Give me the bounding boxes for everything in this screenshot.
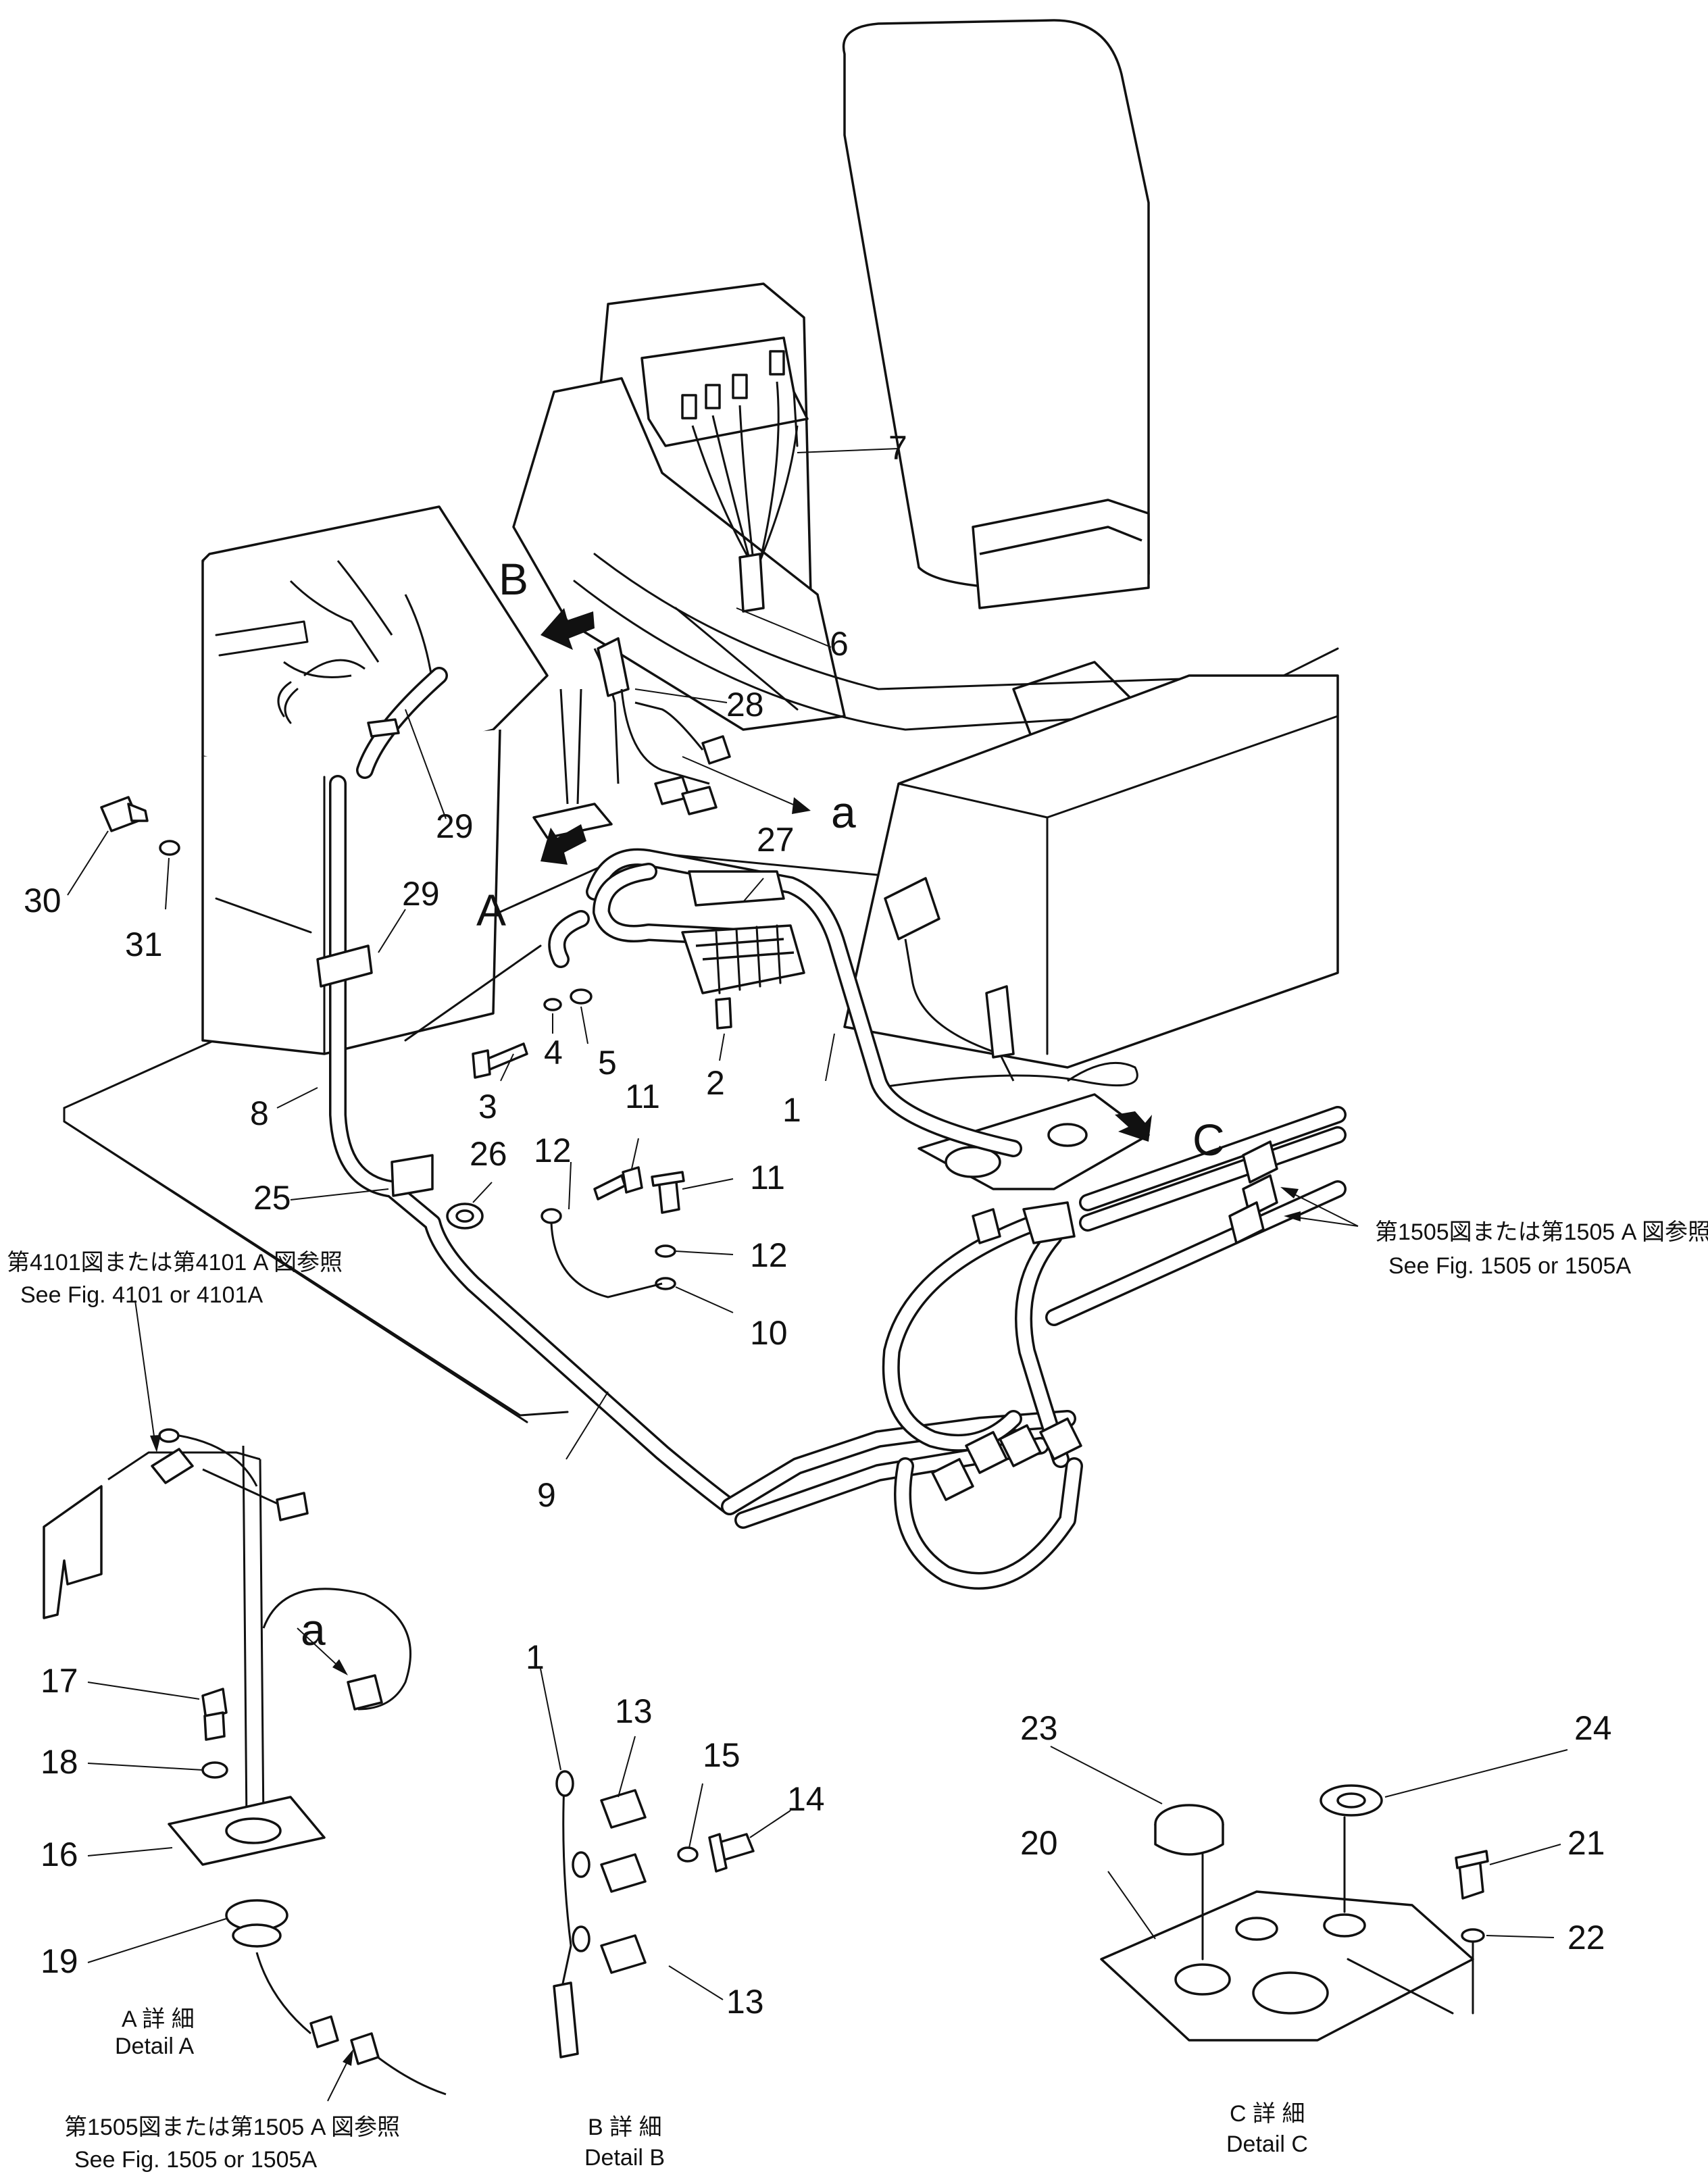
callout-21: 21 bbox=[1567, 1824, 1605, 1862]
callout-26: 26 bbox=[470, 1135, 507, 1173]
callout-29-upper: 29 bbox=[436, 807, 474, 845]
callout-9: 9 bbox=[537, 1476, 556, 1514]
callout-24: 24 bbox=[1574, 1709, 1612, 1747]
callout-17: 17 bbox=[41, 1662, 78, 1700]
callout-2: 2 bbox=[706, 1064, 725, 1102]
callout-numbers: 7 6 28 27 29 29 30 31 1 2 3 4 5 8 25 26 … bbox=[24, 429, 1612, 2021]
reference-notes: 第1505図または第1505 A 図参照 See Fig. 1505 or 15… bbox=[7, 1219, 1708, 2173]
ref-fig-1505-jp-right: 第1505図または第1505 A 図参照 bbox=[1375, 1219, 1708, 1245]
callout-23: 23 bbox=[1020, 1709, 1058, 1747]
ref-fig-4101-jp: 第4101図または第4101 A 図参照 bbox=[7, 1250, 343, 1275]
detail-c-caption-en: Detail C bbox=[1226, 2131, 1308, 2157]
callout-1: 1 bbox=[782, 1091, 801, 1129]
detail-a-caption-jp: A 詳 細 bbox=[122, 2006, 195, 2032]
callout-3: 3 bbox=[478, 1088, 497, 1126]
left-console bbox=[201, 505, 549, 1055]
callout-14: 14 bbox=[787, 1780, 825, 1818]
callout-18: 18 bbox=[41, 1743, 78, 1781]
view-arrow-b bbox=[541, 608, 595, 650]
reference-arrows bbox=[134, 1187, 1359, 2102]
view-arrow-c bbox=[1115, 1111, 1152, 1142]
callout-8: 8 bbox=[250, 1094, 269, 1132]
callout-30: 30 bbox=[24, 882, 61, 919]
callout-25: 25 bbox=[253, 1179, 291, 1217]
fasteners-main bbox=[100, 718, 732, 1298]
callout-31: 31 bbox=[125, 926, 163, 963]
callout-19: 19 bbox=[41, 1942, 78, 1980]
view-letter-a: A bbox=[476, 885, 506, 935]
ref-fig-4101-en: See Fig. 4101 or 4101A bbox=[20, 1282, 263, 1308]
ref-fig-1505-en-right: See Fig. 1505 or 1505A bbox=[1388, 1253, 1631, 1279]
view-letter-a-lower-main: a bbox=[831, 787, 856, 837]
callout-5: 5 bbox=[598, 1044, 617, 1082]
callout-7: 7 bbox=[888, 429, 907, 467]
callout-29-lower: 29 bbox=[402, 875, 440, 913]
view-letter-b: B bbox=[499, 554, 528, 604]
callout-12-right: 12 bbox=[750, 1236, 788, 1274]
right-console bbox=[843, 674, 1339, 1190]
view-letter-c: C bbox=[1192, 1115, 1225, 1165]
detail-captions: A 詳 細 Detail A B 詳 細 Detail B C 詳 細 Deta… bbox=[115, 2006, 1308, 2171]
callout-22: 22 bbox=[1567, 1919, 1605, 1956]
callout-20: 20 bbox=[1020, 1824, 1058, 1862]
fuse-block-27 bbox=[681, 870, 805, 994]
callout-15: 15 bbox=[703, 1736, 740, 1774]
callout-13-upper: 13 bbox=[615, 1692, 653, 1730]
ref-fig-1505-en-bottom: See Fig. 1505 or 1505A bbox=[74, 2147, 317, 2173]
callout-27: 27 bbox=[757, 821, 795, 859]
view-letter-a-lower-detail: a bbox=[301, 1604, 326, 1654]
detail-a-assembly bbox=[43, 1428, 447, 2096]
callout-leaders bbox=[67, 448, 1568, 2000]
detail-b-assembly bbox=[553, 1770, 755, 2058]
ref-fig-1505-jp-bottom: 第1505図または第1505 A 図参照 bbox=[64, 2115, 400, 2140]
callout-28: 28 bbox=[726, 686, 764, 724]
hose-connectors bbox=[931, 1140, 1278, 1501]
detail-c-caption-jp: C 詳 細 bbox=[1230, 2101, 1305, 2127]
operator-seat bbox=[512, 19, 1339, 744]
detail-b-caption-en: Detail B bbox=[584, 2145, 665, 2171]
callout-16: 16 bbox=[41, 1836, 78, 1873]
detail-b-caption-jp: B 詳 細 bbox=[588, 2115, 662, 2140]
switch-panel bbox=[640, 336, 809, 613]
callout-11-right: 11 bbox=[750, 1159, 785, 1196]
callout-4: 4 bbox=[544, 1034, 563, 1071]
view-arrows bbox=[541, 608, 1152, 1142]
callout-1-detail-b: 1 bbox=[526, 1638, 545, 1676]
callout-6: 6 bbox=[830, 625, 849, 663]
callout-12-left: 12 bbox=[534, 1132, 572, 1169]
detail-c-assembly bbox=[1100, 1784, 1489, 2042]
callout-13-lower: 13 bbox=[726, 1983, 764, 2021]
callout-11-left: 11 bbox=[625, 1078, 660, 1115]
view-letters: B A C a a bbox=[301, 554, 1225, 1654]
callout-10: 10 bbox=[750, 1314, 788, 1352]
detail-a-caption-en: Detail A bbox=[115, 2033, 194, 2059]
wire-harness-1 bbox=[532, 637, 731, 839]
view-arrow-a bbox=[541, 824, 586, 865]
